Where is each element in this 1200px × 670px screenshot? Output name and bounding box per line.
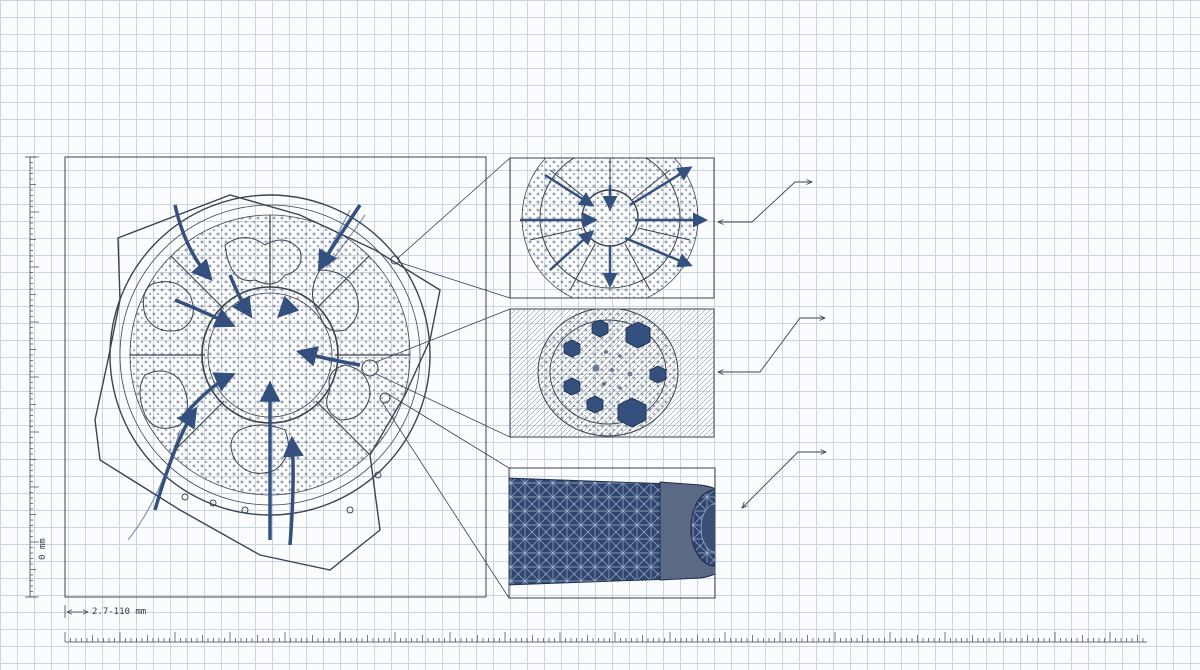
callout-lines (375, 157, 511, 599)
inset-mesh-cylinder (508, 467, 716, 599)
scale-bar (64, 605, 88, 618)
main-cross-section (94, 194, 441, 571)
inset-radial-flow (509, 157, 715, 299)
scale-label: 2.7-110 mm (92, 607, 147, 617)
leader-arrows (718, 182, 826, 508)
main-panel-frame (64, 156, 487, 598)
inset-particles (509, 308, 715, 438)
ruler-label: 0 mm (38, 538, 48, 560)
